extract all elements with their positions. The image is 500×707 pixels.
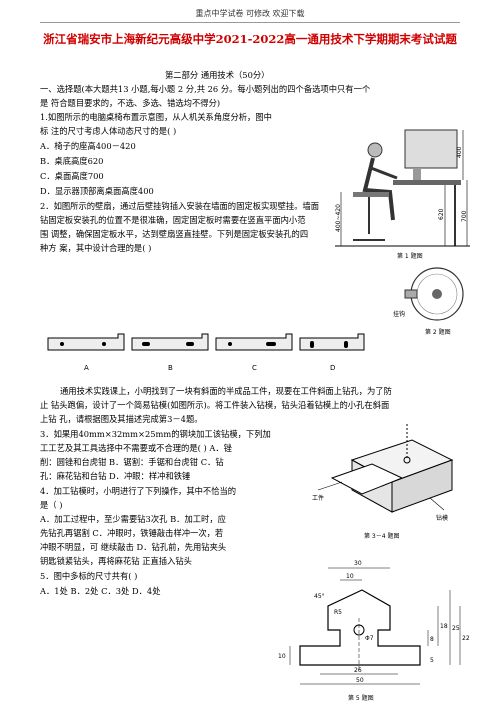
dim-seat: 400~420 [335,204,342,232]
dim-monitor: 400 [456,146,463,158]
q4-line3: A．加工过程中，至少需要钻3次孔 B．加工时，应 [40,514,226,524]
q4-line5: 冲眼不明显，可 继续敲击 D．钻孔前，先用钻夹头 [40,542,227,552]
q4-line2: 是（ ) [40,500,63,510]
plate-label-d: D [330,364,335,372]
q2-fan-figure: 挂钩 第 2 题图 [393,267,464,336]
q4-line4: 先钻孔再锯割 C．冲眼时，铁锤敲击样冲一次，若 [40,528,224,538]
dim-50: 50 [356,677,364,684]
q2-hook-label: 挂钩 [393,310,405,318]
plate-label-c: C [252,364,257,372]
dim-10-top: 10 [346,573,354,580]
passage-line2: 止 钻头跑偏，设计了一个简易钻模(如图所示)。将工件装入钻模，钻头沿着钻模上的小… [40,400,390,410]
passage-line3: 上钻 孔，请根据图及其描述完成第3－4题。 [40,414,203,424]
monitor-shape [404,129,458,169]
plate-label-a: A [84,364,89,372]
q34-workpiece-label: 工件 [312,494,324,502]
q5-figure-caption: 第 5 题图 [348,694,374,702]
dim-26: 26 [354,667,362,674]
q4-line6: 钥匙锁紧钻头，再将麻花钻 正直插入钻头 [40,556,192,566]
q5-drawing-figure: 30 10 45° R5 Φ7 26 50 10 8 18 25 22 5 第 … [278,560,470,702]
q2-line3: 围 调整，确保固定板水平，达到壁扇竖直挂壁。下列是固定板安装孔的四 [40,229,309,239]
page-title: 浙江省瑞安市上海新纪元高级中学2021-2022高一通用技术下学期期末考试试题 [43,32,457,46]
plate-option-b [131,333,209,351]
header-divider [40,22,460,23]
q1-option-d: D．显示器顶部离桌面高度400 [40,186,154,196]
dim-10-left: 10 [278,653,286,660]
q1-desk-figure: 400 620 700 400~420 第 1 题图 [335,129,470,260]
q5-stem: 5．图中多标的尺寸共有( ) [40,571,138,581]
dim-phi7: Φ7 [365,635,374,642]
dim-18: 18 [440,623,448,630]
q1-option-a: A．椅子的座高400－420 [40,141,136,151]
q1-stem-line2: 标 注的尺寸考虑人体动态尺寸的是( ) [40,126,177,136]
q4-line1: 4．加工钻模时，小明进行了下列操作，其中不恰当的 [40,486,237,496]
dim-30: 30 [354,560,362,567]
section-heading: 一、选择题(本大题共13 小题,每小题 2 分,共 26 分。每小题列出的四个备… [40,84,371,94]
person-body [362,157,395,221]
q2-line4: 种方 案，其中设计合理的是( ) [40,243,152,253]
section-heading-cont: 是 符合题目要求的，不选、多选、错选均不得分) [40,98,221,108]
q34-jig-label: 钻模 [436,514,448,522]
part-outline [299,589,421,666]
dim-25: 25 [452,625,460,632]
chair-seat [353,192,389,197]
q2-plates-figure: A B C D [47,333,365,372]
q34-jig-figure: 工件 钻模 第 3－4 题图 [312,424,454,540]
person-head [367,142,383,158]
dim-45deg: 45° [314,593,325,600]
desk-top [393,180,461,185]
workpiece-shape [330,463,404,495]
q1-option-c: C．桌面高度700 [40,171,104,181]
dim-22: 22 [462,635,470,642]
part-heading: 第二部分 通用技术（50分） [165,70,270,80]
q3-line1: 3．如果用40mm×32mm×25mm的钢块加工该钻模，下列加 [40,429,271,439]
q2-line2: 钻固定板安装孔的位置不是很准确，固定固定板时需要在竖直平面内小范 [40,215,306,225]
q2-line1: 2．如图所示的壁扇，通过后壁挂钩插入安装在墙面的固定板实现壁挂。墙面 [40,201,320,211]
monitor-stand [413,168,421,180]
q1-figure-caption: 第 1 题图 [397,252,423,260]
plate-label-b: B [168,364,173,372]
dim-desk: 700 [461,210,468,222]
q3-line3: 削：圆锉和台虎钳 B．锯割：手锯和台虎钳 C．钻 [40,457,224,467]
dim-8: 8 [430,636,434,643]
q5-options: A．1处 B．2处 C．3处 D．4处 [40,586,161,596]
dim-5: 5 [430,657,434,664]
fan-hook [404,289,418,299]
page-header: 重点中学试卷 可修改 欢迎下载 [195,9,305,18]
dim-knee: 620 [438,208,445,220]
plate-option-a [47,333,125,351]
q2-figure-caption: 第 2 题图 [425,328,451,336]
q3-line2: 工工艺及其工具选择中不需要或不合理的是( ) A．锉 [40,443,232,453]
plate-option-d [299,333,365,351]
q3-line4: 孔：麻花钻和台钻 D．冲眼：样冲和铁锤 [40,471,191,481]
q1-option-b: B．桌底高度620 [40,156,104,166]
passage-line1: 通用技术实践课上，小明找到了一块有斜面的半成品工件，现要在工件斜面上钻孔，为了防 [60,386,392,396]
q1-stem-line1: 1.如图所示的电脑桌椅布置示意图，从人机关系角度分析，图中 [40,112,272,122]
q34-figure-caption: 第 3－4 题图 [364,532,399,540]
plate-option-c [215,333,293,351]
dim-r5: R5 [334,609,342,616]
